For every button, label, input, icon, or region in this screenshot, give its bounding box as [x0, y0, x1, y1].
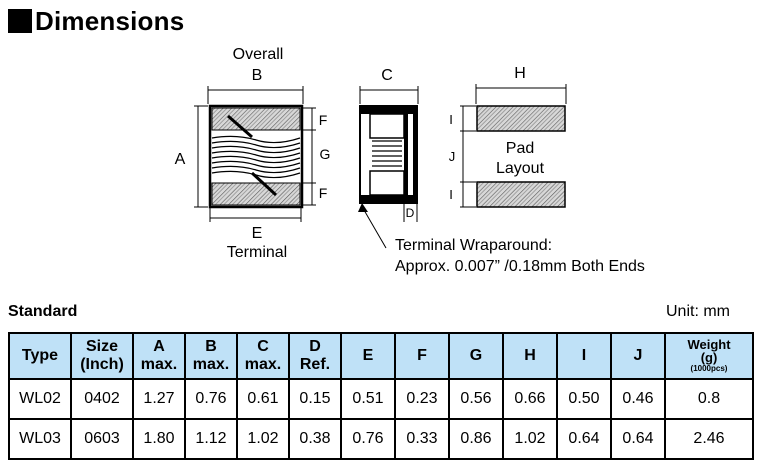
label-i-top: I	[449, 112, 453, 127]
table-cell: 0603	[70, 418, 134, 460]
pad-layout: H Pad Layout I J I	[449, 65, 567, 208]
table-cell: 0.64	[556, 418, 612, 460]
label-f-bottom: F	[319, 185, 328, 201]
label-i-bottom: I	[449, 187, 453, 202]
table-cell: 0402	[70, 378, 134, 420]
label-wraparound-2: Approx. 0.007” /0.18mm Both Ends	[395, 258, 645, 275]
label-a: A	[175, 151, 186, 168]
heading-text: Dimensions	[35, 5, 185, 36]
table-row: WL03 0603 1.80 1.12 1.02 0.38 0.76 0.33 …	[8, 418, 754, 460]
table-cell: 0.23	[394, 378, 450, 420]
col-header: H	[502, 332, 558, 380]
table-cell: 0.51	[340, 378, 396, 420]
col-header: G	[448, 332, 504, 380]
col-header: I	[556, 332, 612, 380]
col-header: Type	[8, 332, 72, 380]
top-view: Overall B A F	[175, 46, 331, 261]
col-header: F	[394, 332, 450, 380]
label-e: E	[252, 225, 263, 242]
table-cell: 0.46	[610, 378, 666, 420]
table-cell: 0.33	[394, 418, 450, 460]
label-wraparound-1: Terminal Wraparound:	[395, 237, 552, 254]
table-cell: 0.15	[288, 378, 342, 420]
col-header: Size(Inch)	[70, 332, 134, 380]
table-cell: 0.8	[664, 378, 754, 420]
col-header: J	[610, 332, 666, 380]
table-cell: 0.38	[288, 418, 342, 460]
label-h: H	[514, 65, 526, 82]
table-cell: 2.46	[664, 418, 754, 460]
col-header: E	[340, 332, 396, 380]
side-view: C D Terminal Wraparound: Approx. 0.007” …	[358, 67, 645, 275]
table-cell: 0.64	[610, 418, 666, 460]
label-j: J	[449, 149, 456, 164]
section-heading: Dimensions	[8, 4, 184, 38]
table-cell: 0.76	[184, 378, 238, 420]
table-cell: 1.27	[132, 378, 186, 420]
table-cell: WL03	[8, 418, 72, 460]
table-row: WL02 0402 1.27 0.76 0.61 0.15 0.51 0.23 …	[8, 378, 754, 420]
table-cell: 1.80	[132, 418, 186, 460]
table-cell: 0.76	[340, 418, 396, 460]
label-pad-1: Pad	[506, 140, 534, 157]
label-c: C	[381, 67, 393, 84]
label-g: G	[320, 146, 331, 162]
table-title: Standard	[8, 303, 78, 320]
label-d: D	[406, 206, 415, 220]
table-cell: 1.12	[184, 418, 238, 460]
col-header-weight: Weight (g) (1000pcs)	[664, 332, 754, 380]
label-terminal: Terminal	[227, 244, 287, 261]
label-f-top: F	[319, 112, 328, 128]
table-cell: 1.02	[502, 418, 558, 460]
dimension-drawing: Overall B A F	[175, 46, 645, 275]
label-pad-2: Layout	[496, 160, 545, 177]
table-cell: 0.50	[556, 378, 612, 420]
label-overall: Overall	[233, 46, 284, 63]
heading-square-icon	[8, 9, 32, 33]
table-cell: 1.02	[236, 418, 290, 460]
table-cell: WL02	[8, 378, 72, 420]
table-cell: 0.56	[448, 378, 504, 420]
table-cell: 0.61	[236, 378, 290, 420]
label-b: B	[252, 67, 263, 84]
table-cell: 0.86	[448, 418, 504, 460]
unit-label: Unit: mm	[666, 303, 730, 320]
table-cell: 0.66	[502, 378, 558, 420]
